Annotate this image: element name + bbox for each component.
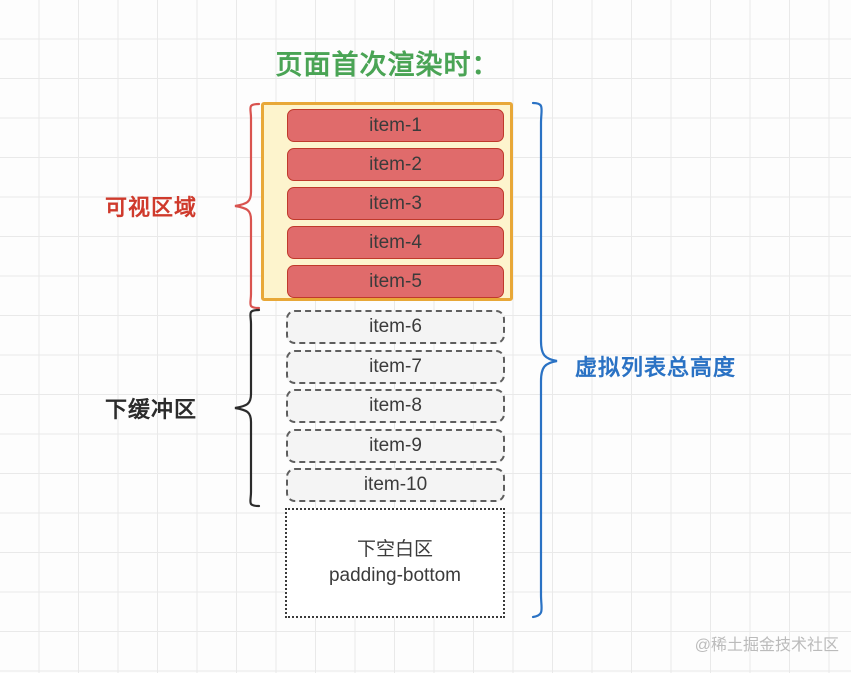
watermark: @稀土掘金技术社区 [694,637,839,654]
padding-box-line2: padding-bottom [328,565,462,586]
list-item-3[interactable]: item-3 [287,187,504,220]
viewport-label: 可视区域 [105,195,198,220]
buffer-brace-icon [234,308,261,508]
total-height-brace-icon [531,101,558,619]
list-item-10[interactable]: item-10 [286,468,505,502]
padding-bottom-box: 下空白区 padding-bottom [285,508,505,618]
buffer-label: 下缓冲区 [105,397,198,422]
list-item-5[interactable]: item-5 [287,265,504,298]
list-item-9[interactable]: item-9 [286,429,505,463]
total-height-label: 虚拟列表总高度 [575,355,737,380]
viewport-brace-icon [234,102,261,310]
padding-box-line1: 下空白区 [356,539,433,560]
page-title: 页面首次渲染时： [275,50,500,80]
list-item-6[interactable]: item-6 [286,310,505,344]
list-item-1[interactable]: item-1 [287,109,504,142]
list-item-2[interactable]: item-2 [287,148,504,181]
list-item-7[interactable]: item-7 [286,350,505,384]
list-item-4[interactable]: item-4 [287,226,504,259]
list-item-8[interactable]: item-8 [286,389,505,423]
